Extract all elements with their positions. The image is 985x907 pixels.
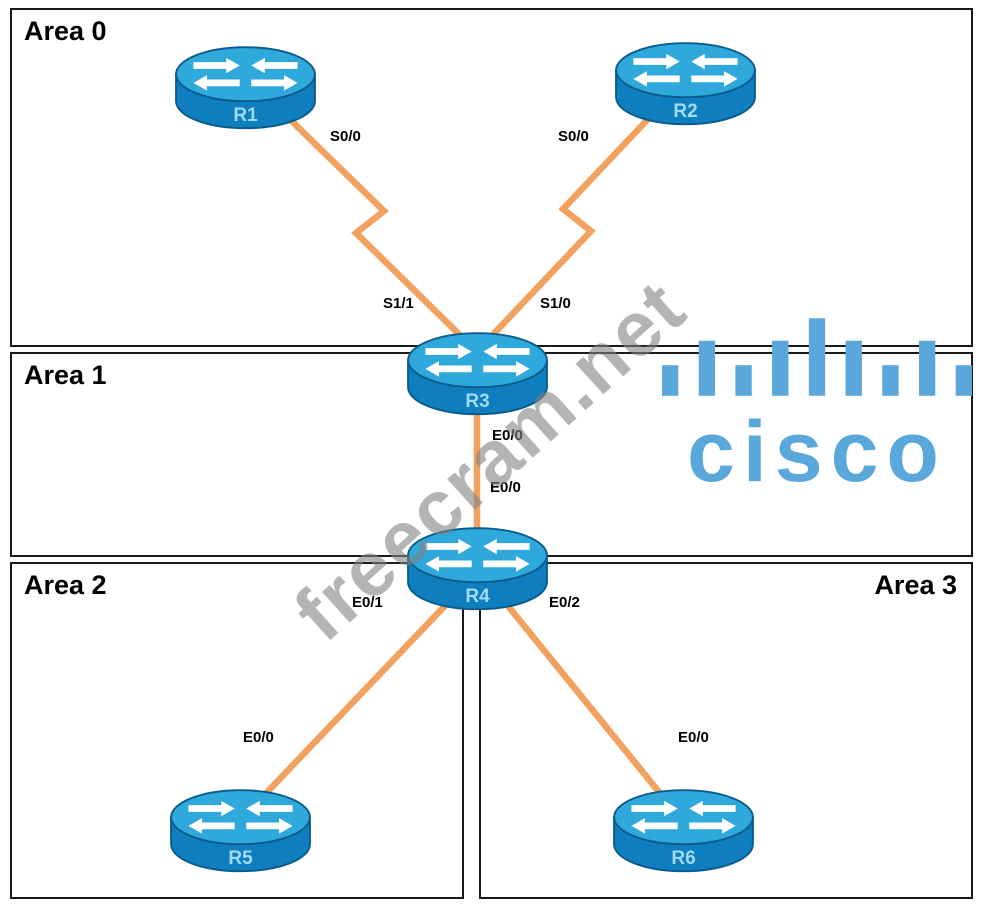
interface-label-r6-e0-0: E0/0: [678, 729, 709, 746]
area-3-label: Area 3: [874, 570, 957, 600]
router-r1-label: R1: [233, 105, 258, 126]
cisco-logo: cisco: [652, 314, 982, 500]
cisco-logo-bars-icon: [662, 318, 972, 396]
link-r2-r3: [483, 95, 671, 345]
area-2-label: Area 2: [24, 570, 107, 600]
interface-label-r1-s0-0: S0/0: [330, 128, 361, 145]
area-0-label: Area 0: [24, 16, 107, 46]
router-r3: R3: [400, 312, 555, 420]
router-r5: R5: [163, 769, 318, 877]
interface-label-r3-e0-0: E0/0: [492, 427, 523, 444]
link-r1-r3: [267, 97, 473, 348]
link-r4-r5: [249, 587, 463, 811]
interface-label-r4-e0-2: E0/2: [549, 594, 580, 611]
cisco-wordmark: cisco: [687, 404, 947, 500]
router-r2-label: R2: [673, 101, 698, 122]
area-1-label: Area 1: [24, 360, 107, 390]
router-r5-label: R5: [228, 848, 253, 869]
link-r4-r6: [492, 587, 675, 811]
interface-label-r2-s0-0: S0/0: [558, 128, 589, 145]
router-r4-label: R4: [465, 586, 490, 607]
area-2-box: Area 2: [10, 562, 464, 899]
interface-label-r5-e0-0: E0/0: [243, 729, 274, 746]
interface-label-r3-s1-1: S1/1: [383, 295, 414, 312]
router-r2: R2: [608, 22, 763, 130]
router-r6-label: R6: [671, 848, 696, 869]
router-r6: R6: [606, 769, 761, 877]
interface-label-r4-e0-1: E0/1: [352, 594, 383, 611]
router-r1: R1: [168, 26, 323, 134]
router-r4: R4: [400, 507, 555, 615]
interface-label-r3-s1-0: S1/0: [540, 295, 571, 312]
interface-label-r4-e0-0: E0/0: [490, 479, 521, 496]
area-3-box: Area 3: [479, 562, 973, 899]
router-r3-label: R3: [465, 391, 490, 412]
